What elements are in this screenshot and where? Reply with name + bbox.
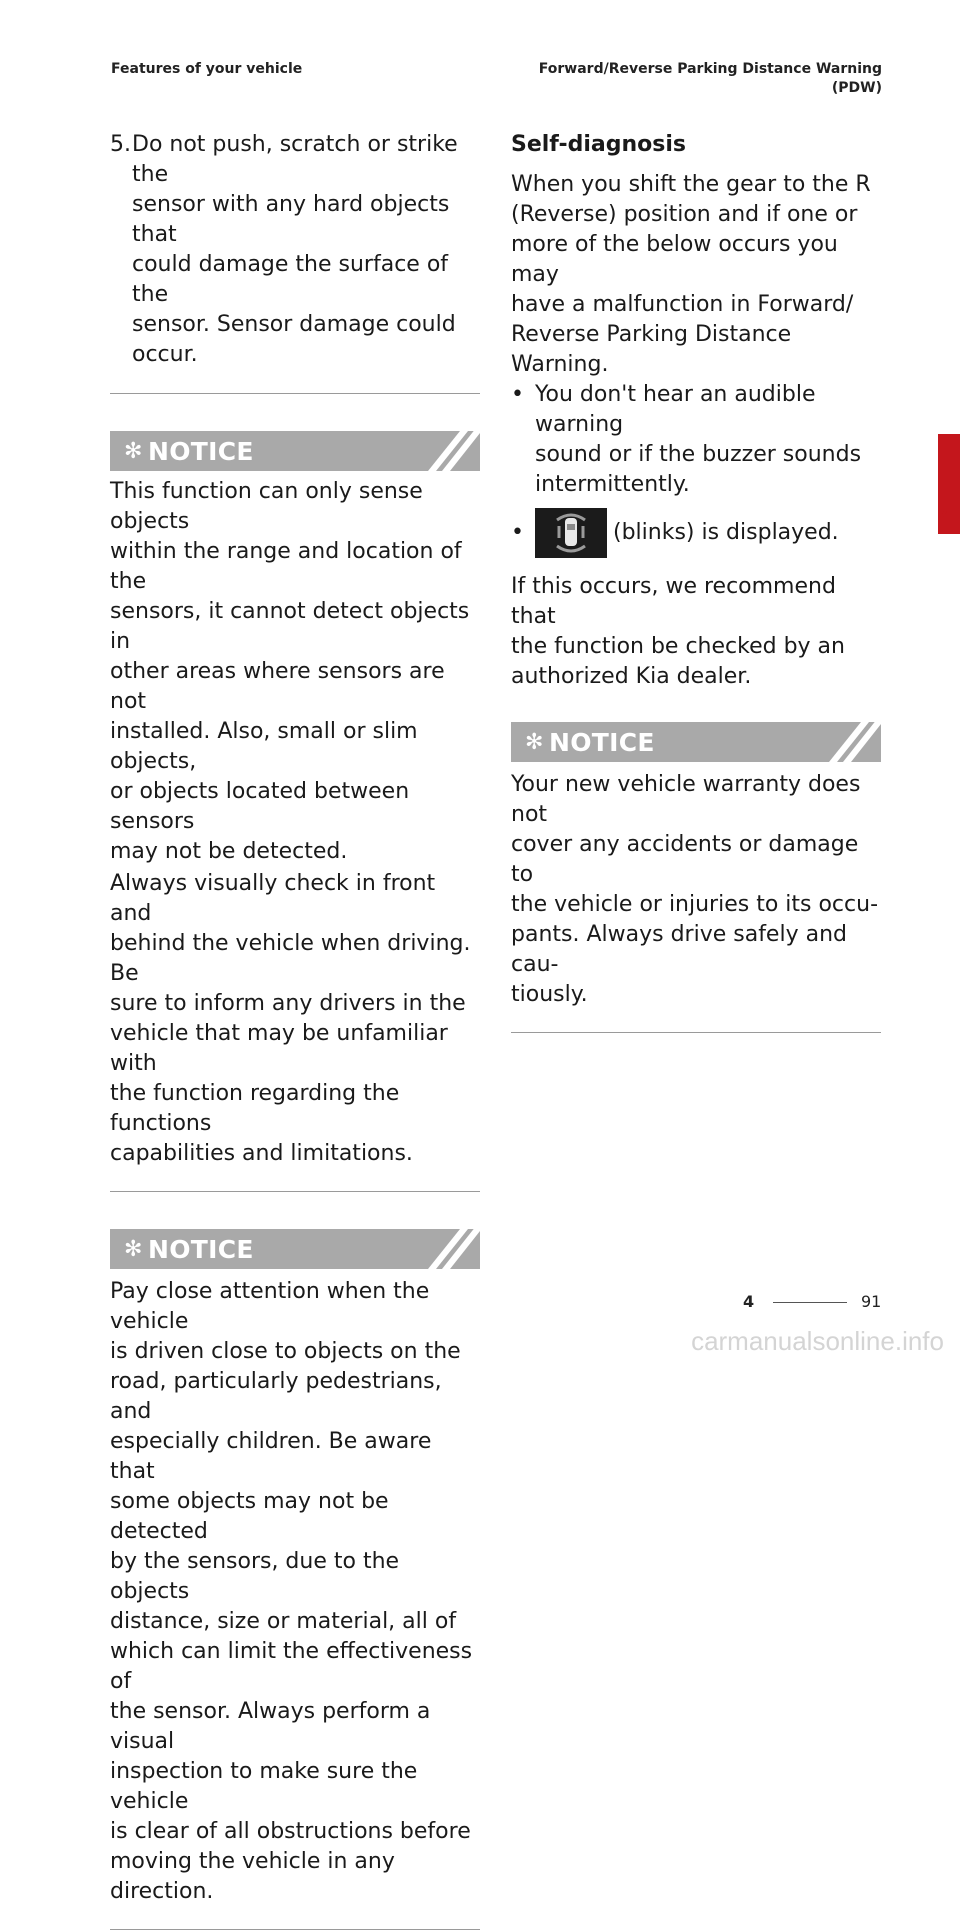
notice-body: This function can only sense objects wit… xyxy=(110,477,480,867)
bullet-marker: • xyxy=(511,520,524,545)
text-line: tiously. xyxy=(511,982,588,1007)
right-column: Self-diagnosis When you shift the gear t… xyxy=(511,130,881,1033)
text-line: may not be detected. xyxy=(110,839,348,864)
text-line: sound or if the buzzer sounds xyxy=(535,442,862,467)
footer-divider xyxy=(773,1302,847,1303)
text-line: within the range and location of the xyxy=(110,539,462,594)
left-column: 5. Do not push, scratch or strike the se… xyxy=(110,130,480,1930)
text-line: which can limit the effectiveness of xyxy=(110,1639,473,1694)
text-line: occur. xyxy=(132,342,198,367)
watermark: carmanualsonline.info xyxy=(691,1326,944,1356)
notice-label: NOTICE xyxy=(148,436,254,466)
text-line: more of the below occurs you may xyxy=(511,232,838,287)
text-line: by the sensors, due to the objects xyxy=(110,1549,400,1604)
text-line: the function regarding the functions xyxy=(110,1081,400,1136)
text-line: some objects may not be detected xyxy=(110,1489,389,1544)
section-divider xyxy=(511,1032,881,1033)
text-line: sure to inform any drivers in the xyxy=(110,991,466,1016)
text-line: could damage the surface of the xyxy=(132,252,449,307)
text-line: sensor with any hard objects that xyxy=(132,192,450,247)
notice-body: Always visually check in front and behin… xyxy=(110,869,480,1169)
text-line: capabilities and limitations. xyxy=(110,1141,413,1166)
text-line: pants. Always drive safely and cau- xyxy=(511,922,847,977)
text-line: the sensor. Always perform a visual xyxy=(110,1699,431,1754)
text-line: (Reverse) position and if one or xyxy=(511,202,858,227)
asterisk-icon: ✻ xyxy=(124,1236,143,1262)
text-line: road, particularly pedestrians, and xyxy=(110,1369,442,1424)
bullet-text: You don't hear an audible warning sound … xyxy=(535,380,881,500)
text-line: sensors, it cannot detect objects in xyxy=(110,599,470,654)
text-line: vehicle that may be unfamiliar with xyxy=(110,1021,448,1076)
list-item-text: Do not push, scratch or strike the senso… xyxy=(132,130,480,370)
notice-banner: ✻ NOTICE xyxy=(110,431,480,471)
text-line: Reverse Parking Distance Warning. xyxy=(511,322,792,377)
bullet-item: • You don't hear an audible warning soun… xyxy=(511,380,881,500)
text-line: cover any accidents or damage to xyxy=(511,832,859,887)
text-line: behind the vehicle when driving. Be xyxy=(110,931,471,986)
bullet-text: (blinks) is displayed. xyxy=(535,508,839,558)
text-line: distance, size or material, all of xyxy=(110,1609,457,1634)
text-line: sensor. Sensor damage could xyxy=(132,312,456,337)
text-line: moving the vehicle in any direction. xyxy=(110,1849,395,1904)
running-header-right: Forward/Reverse Parking Distance Warning… xyxy=(522,60,882,98)
notice-banner: ✻ NOTICE xyxy=(110,1229,480,1269)
text-line: or objects located between sensors xyxy=(110,779,410,834)
asterisk-icon: ✻ xyxy=(124,438,143,464)
text-line: Pay close attention when the vehicle xyxy=(110,1279,430,1334)
text-line: inspection to make sure the vehicle xyxy=(110,1759,418,1814)
text-line: Your new vehicle warranty does not xyxy=(511,772,861,827)
text-line: the function be checked by an xyxy=(511,634,845,659)
section-divider xyxy=(110,1191,480,1192)
notice-label: NOTICE xyxy=(549,727,655,757)
text-line: intermittently. xyxy=(535,472,690,497)
text-line: When you shift the gear to the R xyxy=(511,172,871,197)
text-line: Always visually check in front and xyxy=(110,871,436,926)
pdw-warning-icon xyxy=(535,508,607,558)
text-line: other areas where sensors are not xyxy=(110,659,445,714)
notice-body: Pay close attention when the vehicle is … xyxy=(110,1277,480,1907)
asterisk-icon: ✻ xyxy=(525,729,544,755)
double-slash-icon xyxy=(829,722,881,762)
bullet-item: • (blinks) is displayed. xyxy=(511,508,881,558)
text-line: installed. Also, small or slim objects, xyxy=(110,719,418,774)
chapter-tab-number: 4 xyxy=(938,505,954,530)
section-heading: Self-diagnosis xyxy=(511,132,687,157)
double-slash-icon xyxy=(428,431,480,471)
double-slash-icon xyxy=(428,1229,480,1269)
text-line: especially children. Be aware that xyxy=(110,1429,432,1484)
running-header-left: Features of your vehicle xyxy=(111,61,303,77)
text-line: is driven close to objects on the xyxy=(110,1339,461,1364)
running-header-right-line2: (PDW) xyxy=(831,80,882,96)
chapter-tab xyxy=(938,434,960,534)
text-line: Do not push, scratch or strike the xyxy=(132,132,458,187)
text-line: You don't hear an audible warning xyxy=(535,382,816,437)
bullet-text-line: (blinks) is displayed. xyxy=(613,520,839,545)
bullet-marker: • xyxy=(511,382,524,407)
text-line: is clear of all obstructions before xyxy=(110,1819,471,1844)
outro-paragraph: If this occurs, we recommend that the fu… xyxy=(511,572,881,692)
list-item-number: 5. xyxy=(110,132,131,157)
notice-banner: ✻ NOTICE xyxy=(511,722,881,762)
notice-body: Your new vehicle warranty does not cover… xyxy=(511,770,881,1010)
footer-section-number: 4 xyxy=(743,1292,755,1311)
text-line: the vehicle or injuries to its occu- xyxy=(511,892,879,917)
intro-paragraph: When you shift the gear to the R (Revers… xyxy=(511,170,881,380)
text-line: This function can only sense objects xyxy=(110,479,423,534)
page-number: 91 xyxy=(861,1292,882,1311)
text-line: have a malfunction in Forward/ xyxy=(511,292,854,317)
section-divider xyxy=(110,393,480,394)
text-line: If this occurs, we recommend that xyxy=(511,574,836,629)
notice-label: NOTICE xyxy=(148,1234,254,1264)
running-header-right-line1: Forward/Reverse Parking Distance Warning xyxy=(538,61,882,77)
text-line: authorized Kia dealer. xyxy=(511,664,752,689)
list-item-5: 5. Do not push, scratch or strike the se… xyxy=(110,130,480,370)
